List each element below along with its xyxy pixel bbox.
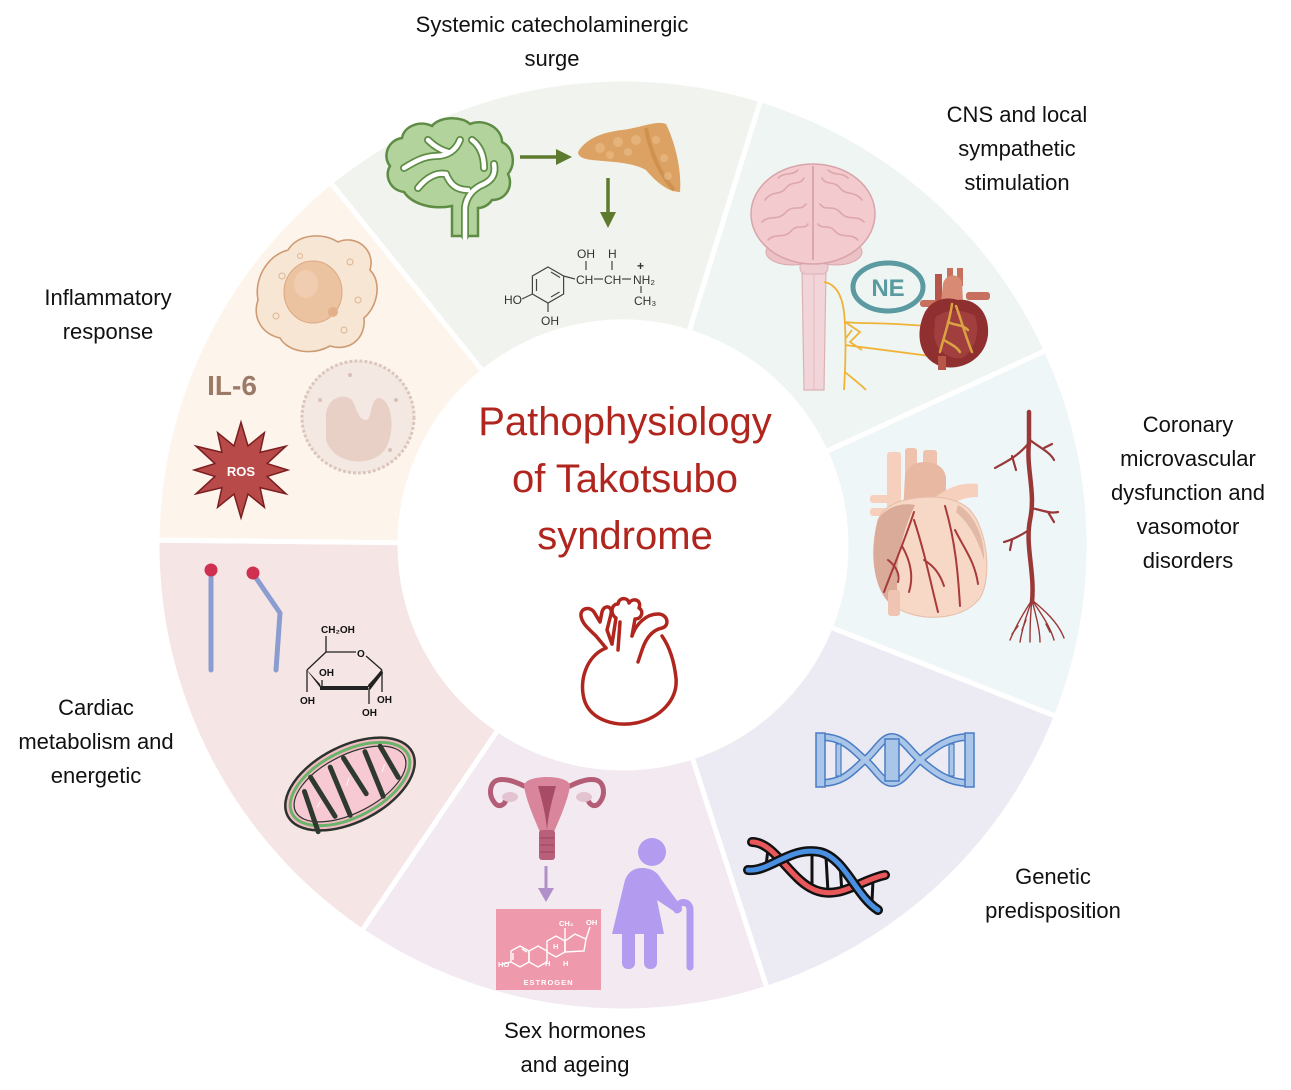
brain-icon: [385, 117, 515, 241]
label-line: Inflammatory: [44, 285, 172, 310]
label-line: vasomotor: [1136, 514, 1240, 539]
estrogen-h-2: H: [545, 959, 550, 968]
label-line: response: [62, 319, 154, 344]
label-sex-hormones-ageing: Sex hormones and ageing: [415, 1014, 735, 1082]
epinephrine-oh-bottom: OH: [541, 314, 559, 328]
epinephrine-ho: HO: [504, 293, 522, 307]
epinephrine-ch-2: CH: [604, 273, 621, 287]
down-arrow-icon: [600, 178, 616, 228]
label-line: Cardiac: [58, 695, 134, 720]
estrogen-h-3: H: [563, 959, 568, 968]
epinephrine-ch-1: CH: [576, 273, 593, 287]
glucose-oh-right: OH: [377, 695, 392, 706]
glucose-structure-icon: CH₂OH O OH OH OH OH: [300, 625, 392, 719]
dna-helix-icon: [743, 837, 890, 915]
label-line: disorders: [1142, 548, 1234, 573]
label-line: metabolism and: [18, 729, 174, 754]
fatty-acid-icon: [204, 563, 283, 673]
il6-label: IL-6: [207, 370, 257, 401]
blood-vessel-tree-icon: [993, 409, 1065, 643]
down-arrow-icon: [538, 866, 554, 902]
label-line: energetic: [50, 763, 142, 788]
dna-ladder-icon: [815, 732, 975, 788]
segment-sex-hormones-ageing: [358, 726, 771, 1014]
label-line: sympathetic: [958, 136, 1076, 161]
coronary-heart-icon: [870, 448, 988, 618]
glucose-ch2oh: CH₂OH: [321, 625, 355, 636]
estrogen-ch3: CH₃: [559, 919, 574, 928]
label-cns-local-sympathetic-stimulation: CNS and local sympathetic stimulation: [857, 98, 1177, 200]
epinephrine-oh-top: OH: [577, 247, 595, 261]
sympathetic-nerves-icon: [823, 281, 931, 391]
glucose-oh-bottom: OH: [362, 708, 377, 719]
diagram-title: Pathophysiology of Takotsubo syndrome: [405, 394, 845, 565]
estrogen-oh: OH: [586, 918, 597, 927]
brain-spinal-cord-icon: [750, 163, 876, 391]
label-line: dysfunction and: [1110, 480, 1266, 505]
glucose-oh-left: OH: [300, 696, 315, 707]
ne-label: NE: [871, 275, 904, 302]
macrophage-icon: [255, 235, 378, 353]
label-line: predisposition: [985, 898, 1121, 923]
label-line: Systemic catecholaminergic: [415, 12, 689, 37]
epinephrine-nh2: NH₂: [633, 273, 655, 287]
adrenal-gland-icon: [578, 122, 681, 192]
label-line: surge: [524, 46, 580, 71]
label-line: CNS and local: [946, 102, 1088, 127]
ros-label: ROS: [227, 464, 256, 479]
epinephrine-structure-icon: OH CH CH H NH₂ + CH₃ HO OH: [504, 247, 656, 328]
mitochondrion-icon: [284, 736, 416, 835]
uterus-icon: [488, 777, 606, 860]
estrogen-ho: HO: [498, 960, 509, 969]
epinephrine-ch3: CH₃: [634, 294, 656, 308]
title-line-1: Pathophysiology: [478, 400, 772, 444]
label-cardiac-metabolism-energetic: Cardiac metabolism and energetic: [0, 691, 256, 793]
label-coronary-microvascular-dysfunction: Coronary microvascular dysfunction and v…: [1028, 408, 1291, 578]
label-inflammatory-response: Inflammatory response: [0, 281, 268, 349]
label-line: Sex hormones: [504, 1018, 646, 1043]
segment-genetic-predisposition: [688, 623, 1060, 992]
elderly-woman-icon: [612, 838, 694, 971]
glucose-ring-oxygen: O: [357, 649, 365, 660]
title-line-2: of Takotsubo: [511, 457, 739, 501]
estrogen-h-1: H: [553, 942, 558, 951]
label-line: microvascular: [1120, 446, 1256, 471]
label-systemic-catecholaminergic-surge: Systemic catecholaminergic surge: [392, 8, 712, 76]
label-line: and ageing: [520, 1052, 630, 1077]
norepinephrine-badge-icon: NE: [850, 260, 926, 314]
ros-burst-icon: ROS: [191, 419, 291, 521]
title-line-3: syndrome: [537, 514, 713, 558]
estrogen-caption: ESTROGEN: [523, 978, 573, 987]
label-line: Genetic: [1015, 864, 1091, 889]
epinephrine-plus: +: [637, 259, 644, 273]
label-line: Coronary: [1142, 412, 1234, 437]
right-arrow-icon: [520, 149, 572, 165]
label-line: stimulation: [964, 170, 1070, 195]
estrogen-structure-icon: HO CH₃ OH H H H ESTROGEN: [496, 909, 601, 990]
anatomical-heart-icon: [919, 268, 990, 370]
epinephrine-h-top: H: [608, 247, 617, 261]
label-genetic-predisposition: Genetic predisposition: [893, 860, 1213, 928]
heart-outline-icon: [579, 596, 678, 726]
segment-cardiac-metabolism-energetic: [154, 537, 502, 935]
monocyte-icon: [300, 359, 416, 475]
glucose-oh-inner: OH: [319, 668, 334, 679]
